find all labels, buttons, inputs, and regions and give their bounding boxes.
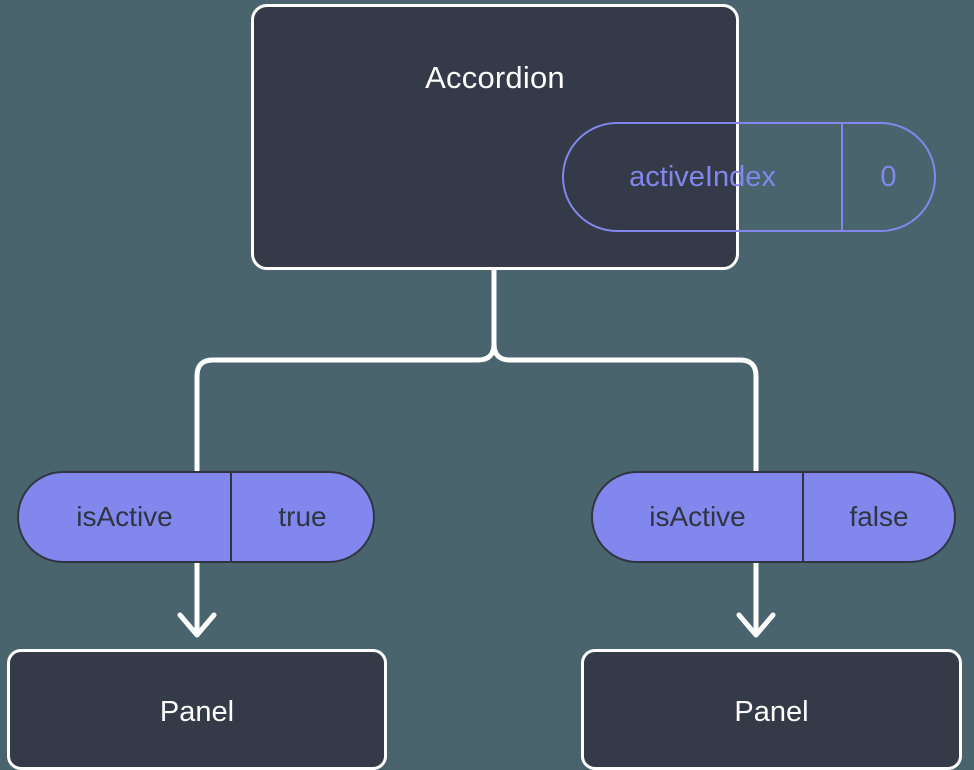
node-panel-left-title: Panel xyxy=(159,696,235,728)
connector-root-split xyxy=(194,267,497,473)
connector-root-split-right xyxy=(491,267,759,473)
node-accordion-title: Accordion xyxy=(425,60,565,95)
prop-badge-key: isActive xyxy=(19,473,232,561)
prop-badge-value: true xyxy=(278,501,327,532)
prop-badge-key: isActive xyxy=(593,473,804,561)
node-accordion[interactable]: Accordion activeIndex 0 xyxy=(251,4,936,270)
node-panel-right[interactable]: Panel xyxy=(581,649,962,770)
state-badge-activeindex[interactable]: activeIndex 0 xyxy=(562,122,936,232)
prop-badge-isactive-true[interactable]: isActive true xyxy=(17,471,375,563)
prop-badge-isactive-false[interactable]: isActive false xyxy=(591,471,956,563)
node-panel-right-title: Panel xyxy=(734,696,809,728)
arrow-left-head-icon xyxy=(177,612,217,638)
state-badge-value: 0 xyxy=(880,160,897,193)
prop-badge-value: false xyxy=(849,501,909,532)
arrow-right-head-icon xyxy=(736,612,776,638)
node-panel-left[interactable]: Panel xyxy=(7,649,387,770)
state-badge-key: activeIndex xyxy=(564,124,843,230)
